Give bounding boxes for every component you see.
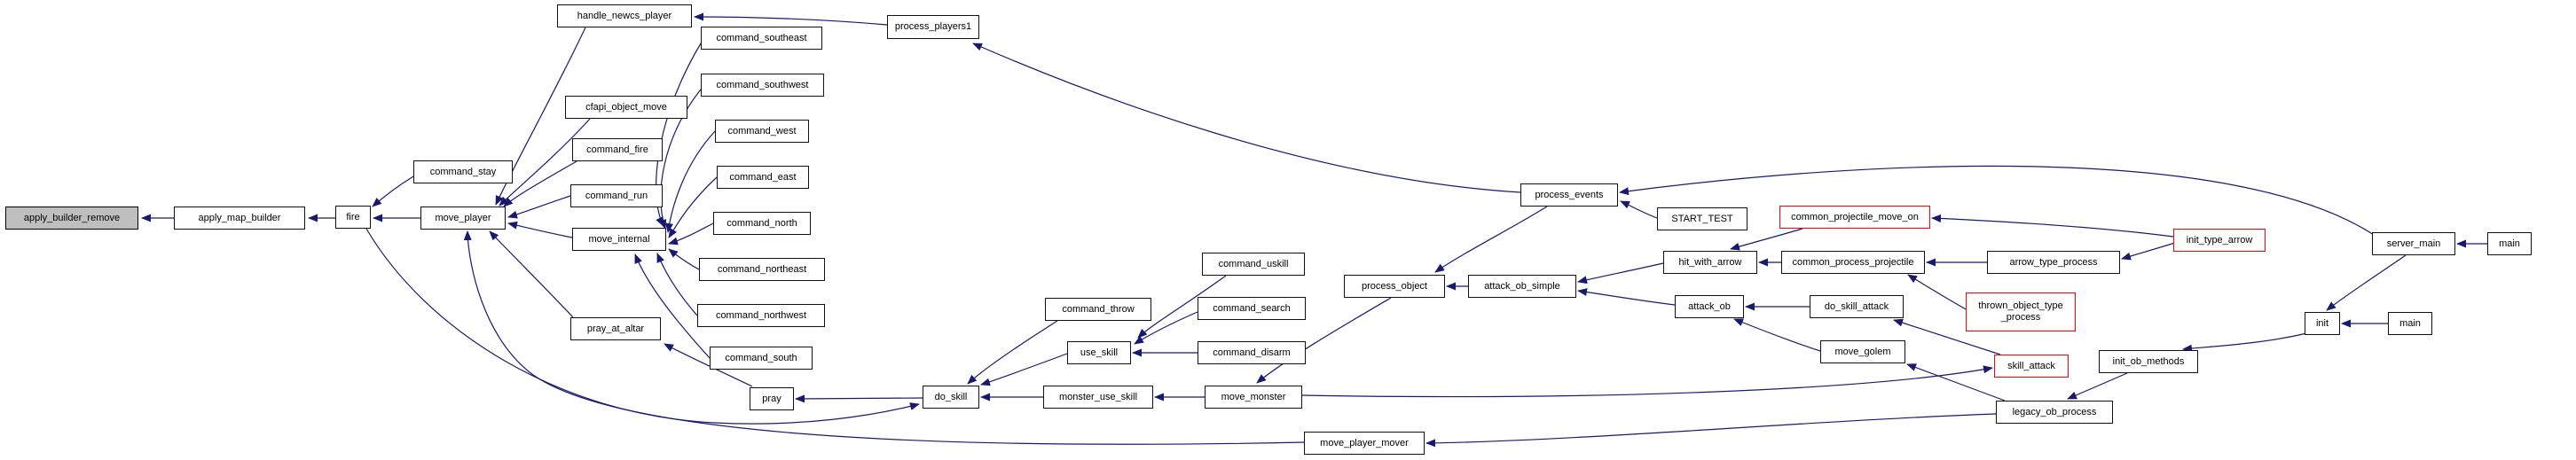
node-command_northwest[interactable]: command_northwest [697,304,825,327]
node-main[interactable]: main [2388,312,2432,335]
edge-mint-to-mpl [507,221,573,238]
node-command_throw[interactable]: command_throw [1045,298,1151,321]
edge-iom-to-lop [2067,372,2128,400]
edge-crun-to-mpl [507,195,571,219]
edge-ita-to-atp [2121,242,2176,261]
node-fire[interactable]: fire [335,206,371,229]
node-command_north[interactable]: command_north [713,212,811,235]
edge-mgol-to-aob [1733,318,1821,352]
node-process_events[interactable]: process_events [1520,183,1618,207]
node-init_ob_methods[interactable]: init_ob_methods [2099,350,2198,373]
node-pray_at_altar[interactable]: pray_at_altar [570,317,661,340]
node-command_southeast[interactable]: command_southeast [701,27,822,50]
edge-cn-to-mint [668,222,714,246]
node-common_projectile_move_on[interactable]: common_projectile_move_on [1779,206,1930,229]
edge-ce-to-mint [668,176,718,238]
edge-paa-to-mpl [489,230,574,318]
edge-ita-to-cpmo [1931,214,2174,238]
node-command_northeast[interactable]: command_northeast [699,258,825,281]
edge-pp1-to-hnp [694,12,888,26]
node-server_main[interactable]: server_main [2372,232,2455,255]
edge-pev-to-pp1 [972,43,1521,193]
node-attack_ob[interactable]: attack_ob [1675,295,1744,318]
node-command_run[interactable]: command_run [570,184,663,207]
node-apply_builder_remove: apply_builder_remove [5,207,138,230]
edge-smain-to-pev [1619,165,2375,236]
edge-cthrow-to-dsk [967,320,1058,385]
node-process_object[interactable]: process_object [1344,275,1445,298]
edge-lop-to-mpm [1425,413,1997,448]
edge-pobj-to-mmon [1256,297,1392,384]
node-use_skill[interactable]: use_skill [1067,341,1131,364]
edge-pev-to-pobj [1434,206,1548,273]
node-common_process_projectile[interactable]: common_process_projectile [1781,251,1925,274]
edge-smain-to-init [2326,254,2407,311]
node-apply_map_builder[interactable]: apply_map_builder [174,207,305,230]
node-cfapi_object_move[interactable]: cfapi_object_move [565,96,687,119]
node-command_east[interactable]: command_east [717,166,809,189]
node-command_southwest[interactable]: command_southwest [701,74,824,97]
edge-cuskill-to-uskill [1137,275,1227,339]
node-move_monster[interactable]: move_monster [1205,386,1302,409]
node-command_south[interactable]: command_south [710,347,813,370]
edge-csearch-to-uskill [1134,311,1198,345]
node-command_fire[interactable]: command_fire [572,138,663,161]
node-command_west[interactable]: command_west [715,120,809,143]
edge-fire-to-dsk [365,228,920,425]
node-move_player[interactable]: move_player [420,207,506,230]
node-command_disarm[interactable]: command_disarm [1198,341,1306,364]
node-do_skill[interactable]: do_skill [923,386,979,409]
node-process_players1[interactable]: process_players1 [887,15,979,39]
node-command_uskill[interactable]: command_uskill [1202,253,1305,276]
node-thrown_object_type_process[interactable]: thrown_object_type _process [1966,292,2076,331]
edge-csw-to-mint [658,84,705,230]
edge-hnp-to-mpl [495,27,586,206]
node-attack_ob_simple[interactable]: attack_ob_simple [1468,275,1576,298]
edge-cw-to-mint [665,130,716,233]
node-command_stay[interactable]: command_stay [413,160,513,183]
edge-uskill-to-dsk [980,353,1068,386]
node-do_skill_attack[interactable]: do_skill_attack [1810,295,1904,318]
edge-lop-to-mgol [1906,363,2006,402]
edge-dsk-to-pray [795,394,923,403]
node-arrow_type_process[interactable]: arrow_type_process [1987,251,2120,274]
edge-skat-to-dska [1893,318,2001,355]
edge-cpmo-to-hwa [1730,228,1803,251]
node-init_type_arrow[interactable]: init_type_arrow [2173,229,2266,252]
edge-cstay-to-fire [372,175,414,207]
edge-cs-to-mint [634,253,711,359]
edge-pray-to-paa [664,343,753,387]
node-hit_with_arrow[interactable]: hit_with_arrow [1663,251,1757,274]
edge-init-to-iom [2182,332,2307,353]
node-main[interactable]: main [2487,232,2532,255]
edge-totp-to-cpp [1907,274,1968,311]
edge-cne-to-mint [668,248,700,270]
node-move_golem[interactable]: move_golem [1820,340,1905,363]
node-legacy_ob_process[interactable]: legacy_ob_process [1996,401,2113,424]
node-move_player_mover[interactable]: move_player_mover [1304,432,1425,455]
node-command_search[interactable]: command_search [1198,297,1306,320]
node-move_internal[interactable]: move_internal [572,228,666,251]
edge-cnw-to-mint [656,253,698,316]
edge-cfire-to-mpl [503,160,577,207]
edge-mmon-to-skat [1301,365,1993,398]
edge-hwa-to-aos [1577,262,1664,285]
node-handle_newcs_player[interactable]: handle_newcs_player [557,4,692,27]
node-pray[interactable]: pray [750,387,794,410]
edge-stest-to-pev [1620,200,1658,219]
node-skill_attack[interactable]: skill_attack [1994,355,2069,378]
edge-aob-to-aos [1577,288,1676,306]
node-init[interactable]: init [2305,312,2340,335]
node-START_TEST[interactable]: START_TEST [1657,207,1747,230]
node-monster_use_skill[interactable]: monster_use_skill [1043,386,1153,409]
